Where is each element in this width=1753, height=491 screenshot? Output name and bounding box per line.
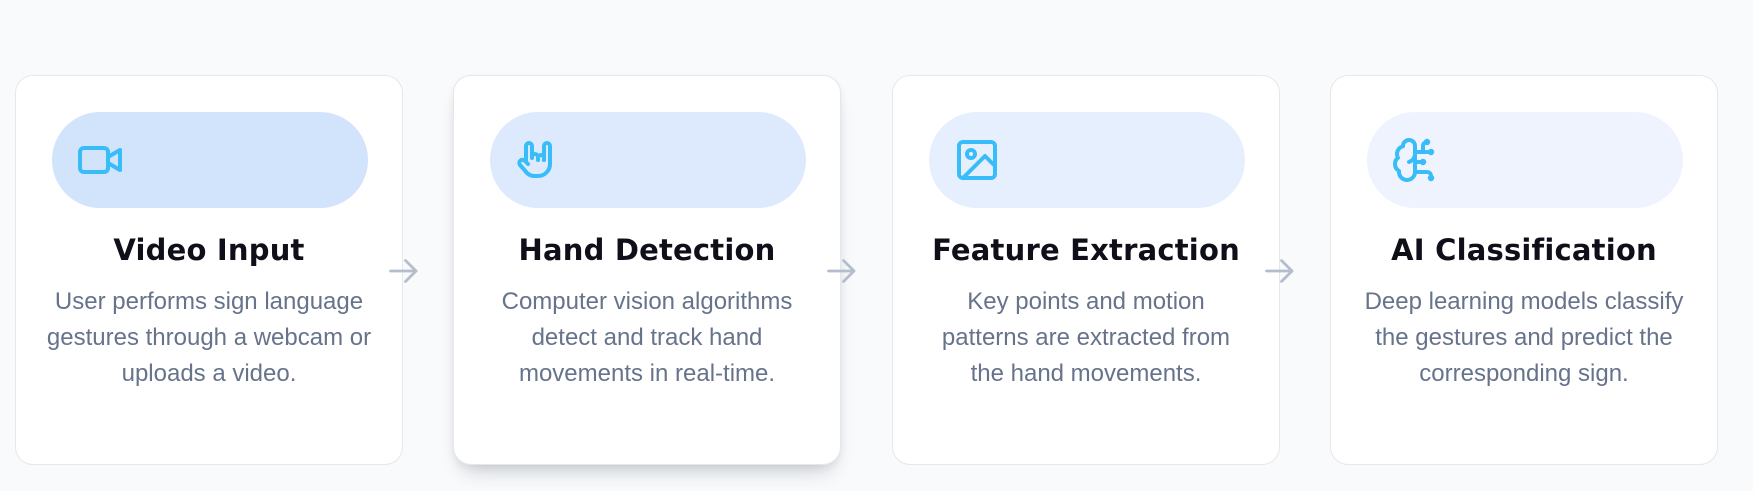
video-camera-icon	[76, 136, 124, 184]
brain-circuit-icon	[1391, 136, 1439, 184]
step-title: Video Input	[113, 233, 305, 267]
step-title: AI Classification	[1391, 233, 1657, 267]
step-title: Feature Extraction	[932, 233, 1240, 267]
step-title: Hand Detection	[518, 233, 776, 267]
step-card-video-input: Video Input User performs sign language …	[15, 75, 403, 465]
arrow-right-icon	[824, 253, 860, 289]
step-description: Key points and motion patterns are extra…	[941, 288, 1231, 387]
hand-gesture-icon	[514, 136, 562, 184]
step-icon-pill	[1367, 112, 1683, 208]
step-icon-pill	[490, 112, 806, 208]
arrow-right-icon	[386, 253, 422, 289]
step-card-ai-classification: AI Classification Deep learning models c…	[1330, 75, 1718, 465]
image-icon	[953, 136, 1001, 184]
step-icon-pill	[929, 112, 1245, 208]
step-description: User performs sign language gestures thr…	[46, 288, 372, 387]
step-description: Computer vision algorithms detect and tr…	[501, 288, 793, 387]
arrow-right-icon	[1262, 253, 1298, 289]
step-card-feature-extraction: Feature Extraction Key points and motion…	[892, 75, 1280, 465]
step-description: Deep learning models classify the gestur…	[1364, 288, 1684, 387]
step-card-hand-detection: Hand Detection Computer vision algorithm…	[453, 75, 841, 465]
step-icon-pill	[52, 112, 368, 208]
